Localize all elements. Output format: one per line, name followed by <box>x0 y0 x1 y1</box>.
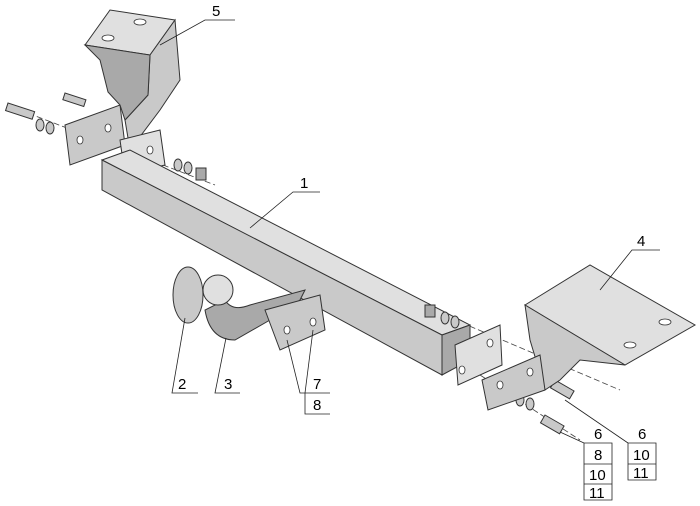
crossbeam-1 <box>100 129 503 386</box>
callout-4: 4 <box>637 233 645 250</box>
callout-1: 1 <box>300 175 308 192</box>
right-stack-item: 10 <box>633 447 650 464</box>
leader-lines <box>159 19 660 501</box>
bolt-set-left-top <box>4 92 207 181</box>
right-stack-item: 11 <box>633 465 649 482</box>
callout-8: 8 <box>313 397 321 414</box>
left-stack-item: 10 <box>589 467 606 484</box>
right-stack-item: 6 <box>638 426 646 443</box>
bracket-5 <box>64 9 181 166</box>
callout-5: 5 <box>212 3 220 20</box>
callout-7: 7 <box>313 376 321 393</box>
left-stack-item: 6 <box>594 426 602 443</box>
left-stack-item: 11 <box>589 485 605 502</box>
left-stack-item: 8 <box>594 447 602 464</box>
callout-2: 2 <box>178 376 186 393</box>
callout-3: 3 <box>224 376 232 393</box>
tow-ball-assembly <box>172 266 326 351</box>
bracket-4 <box>481 264 697 411</box>
